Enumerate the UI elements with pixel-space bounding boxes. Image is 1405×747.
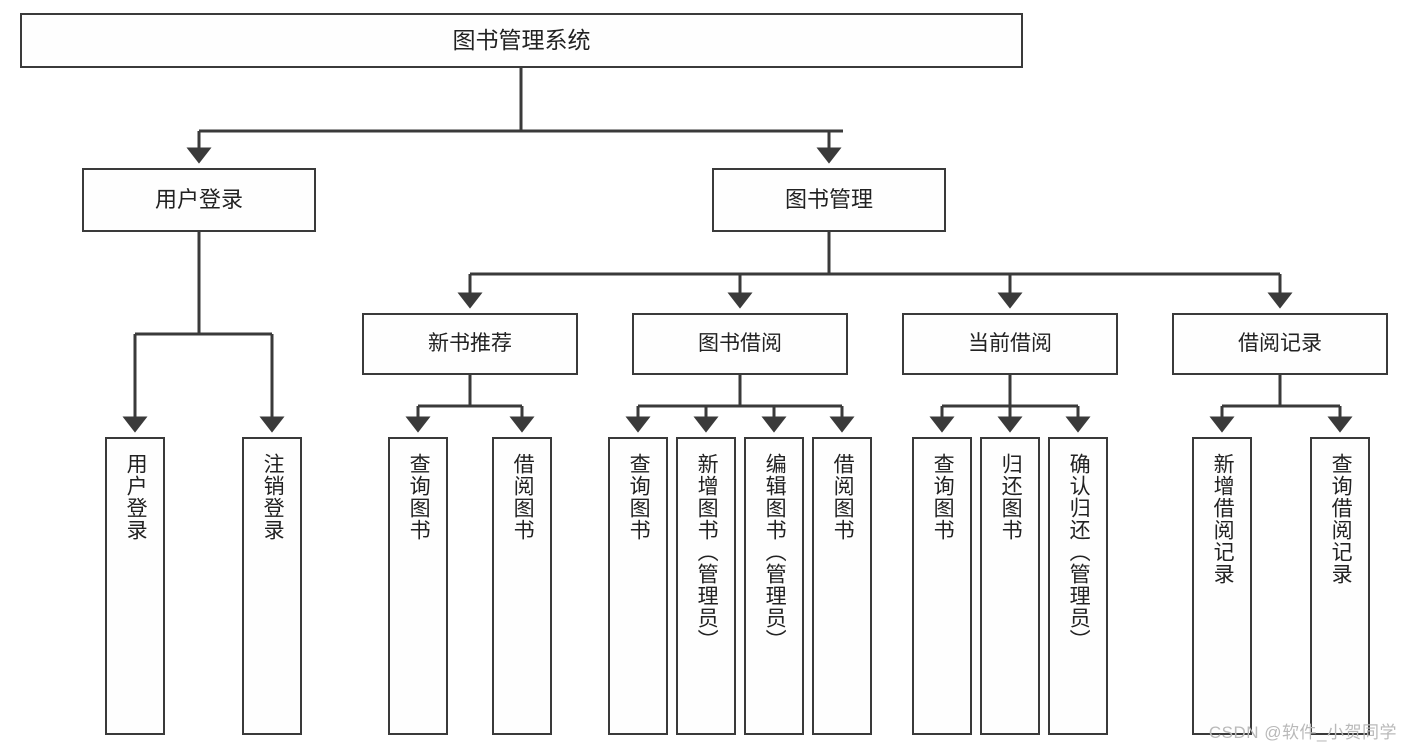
node-label: 新增图书（管理员）: [695, 453, 719, 651]
node-label: 编辑图书（管理员）: [763, 453, 787, 651]
leaf-borrow-query-book[interactable]: 查询图书: [608, 437, 668, 735]
node-root-system[interactable]: 图书管理系统: [20, 13, 1023, 68]
node-label: 查询借阅记录: [1329, 453, 1353, 585]
node-label: 图书借阅: [698, 332, 782, 356]
node-label: 确认归还（管理员）: [1067, 453, 1091, 651]
node-borrow-record[interactable]: 借阅记录: [1172, 313, 1388, 375]
node-label: 新增借阅记录: [1211, 453, 1235, 585]
leaf-user-login-login[interactable]: 用户登录: [105, 437, 165, 735]
node-new-book-recommend[interactable]: 新书推荐: [362, 313, 578, 375]
leaf-user-login-logout[interactable]: 注销登录: [242, 437, 302, 735]
node-label: 借阅记录: [1238, 332, 1322, 356]
leaf-record-query-record[interactable]: 查询借阅记录: [1310, 437, 1370, 735]
node-label: 归还图书: [999, 453, 1023, 541]
node-label: 用户登录: [124, 453, 148, 541]
leaf-borrow-edit-book-admin[interactable]: 编辑图书（管理员）: [744, 437, 804, 735]
node-label: 借阅图书: [511, 453, 535, 541]
node-label: 图书管理: [784, 186, 873, 212]
node-book-borrow[interactable]: 图书借阅: [632, 313, 848, 375]
leaf-current-query-book[interactable]: 查询图书: [912, 437, 972, 735]
node-book-management[interactable]: 图书管理: [712, 168, 946, 232]
leaf-new-book-query[interactable]: 查询图书: [388, 437, 448, 735]
watermark-text: CSDN @软件_小贺同学: [1208, 723, 1397, 742]
leaf-new-book-borrow[interactable]: 借阅图书: [492, 437, 552, 735]
node-current-borrow[interactable]: 当前借阅: [902, 313, 1118, 375]
leaf-current-confirm-return-admin[interactable]: 确认归还（管理员）: [1048, 437, 1108, 735]
leaf-borrow-add-book-admin[interactable]: 新增图书（管理员）: [676, 437, 736, 735]
leaf-current-return-book[interactable]: 归还图书: [980, 437, 1040, 735]
node-label: 新书推荐: [428, 332, 512, 356]
node-label: 用户登录: [154, 186, 243, 212]
node-label: 当前借阅: [968, 332, 1052, 356]
node-label: 查询图书: [407, 453, 431, 541]
node-user-login[interactable]: 用户登录: [82, 168, 316, 232]
node-label: 注销登录: [261, 453, 285, 541]
node-label: 图书管理系统: [452, 26, 591, 53]
leaf-borrow-borrow-book[interactable]: 借阅图书: [812, 437, 872, 735]
node-label: 查询图书: [931, 453, 955, 541]
node-label: 借阅图书: [831, 453, 855, 541]
leaf-record-add-record[interactable]: 新增借阅记录: [1192, 437, 1252, 735]
node-label: 查询图书: [627, 453, 651, 541]
